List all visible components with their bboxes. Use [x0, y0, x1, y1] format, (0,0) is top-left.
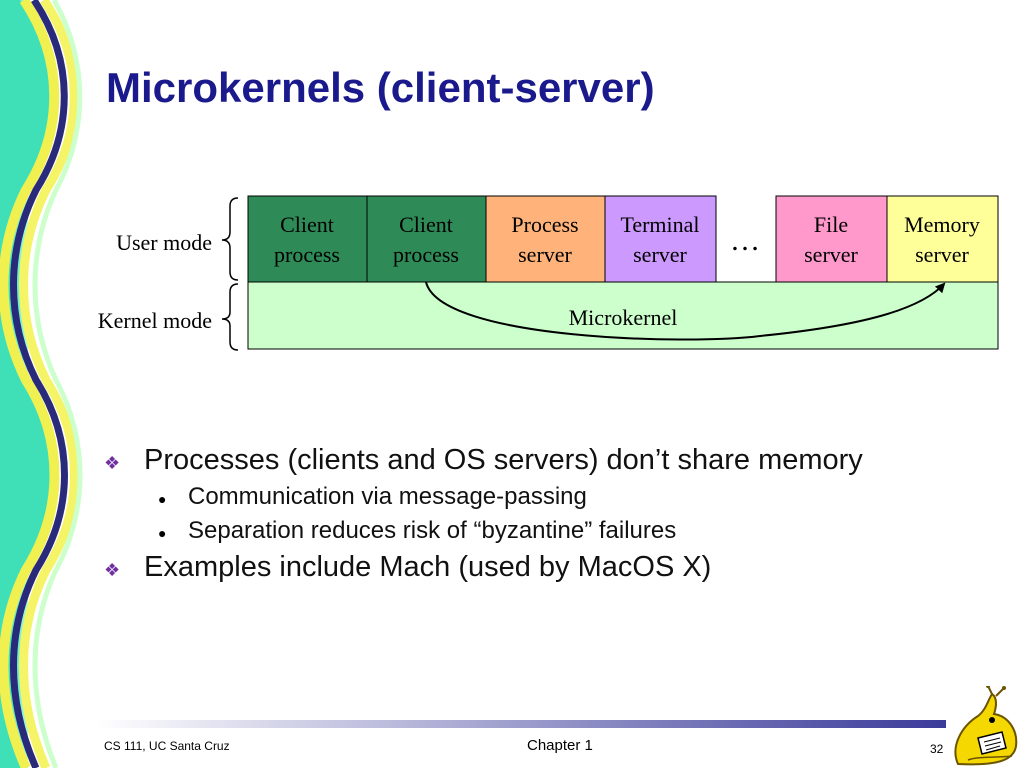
- box-memory-server-line1: Memory: [904, 212, 980, 237]
- box-file-server: File server: [775, 195, 888, 283]
- user-mode-brace: [221, 197, 239, 281]
- kernel-mode-brace: [221, 283, 239, 351]
- bullet-list: ❖ Processes (clients and OS servers) don…: [104, 444, 1004, 590]
- sub-bullet-item: ● Separation reduces risk of “byzantine”…: [152, 517, 1004, 545]
- bullet-item: ❖ Examples include Mach (used by MacOS X…: [104, 551, 1004, 584]
- box-process-server-line2: server: [518, 242, 572, 267]
- sub-bullet-item: ● Communication via message-passing: [152, 483, 1004, 511]
- box-client-2: Client process: [366, 195, 487, 283]
- box-process-server-line1: Process: [511, 212, 578, 237]
- left-wave-decoration: [0, 0, 83, 768]
- bullet-text: Examples include Mach (used by MacOS X): [144, 551, 712, 583]
- message-arrow: [425, 281, 946, 341]
- box-file-server-line2: server: [804, 242, 858, 267]
- kernel-mode-label: Kernel mode: [98, 308, 212, 333]
- box-client-1-line1: Client: [280, 212, 334, 237]
- sub-bullet-text: Separation reduces risk of “byzantine” f…: [188, 517, 677, 544]
- box-client-1: Client process: [247, 195, 368, 283]
- box-terminal-server: Terminal server: [604, 195, 717, 283]
- box-memory-server: Memory server: [886, 195, 999, 283]
- box-client-2-line2: process: [393, 242, 459, 267]
- dot-icon: ●: [158, 491, 167, 507]
- bullet-text: Processes (clients and OS servers) don’t…: [144, 444, 863, 476]
- sub-bullet-text: Communication via message-passing: [188, 483, 587, 510]
- ellipsis: …: [730, 224, 760, 257]
- banana-slug-logo-icon: [954, 686, 1018, 766]
- box-process-server: Process server: [485, 195, 606, 283]
- box-client-2-line1: Client: [399, 212, 453, 237]
- diamond-cluster-icon: ❖: [104, 453, 121, 473]
- microkernel-label: Microkernel: [569, 305, 678, 330]
- footer-course: CS 111, UC Santa Cruz: [104, 739, 230, 753]
- footer-chapter: Chapter 1: [527, 737, 593, 754]
- microkernel-diagram: Client process Client process Process se…: [98, 195, 999, 351]
- bullet-item: ❖ Processes (clients and OS servers) don…: [104, 444, 1004, 477]
- dot-icon: ●: [158, 525, 167, 541]
- diamond-cluster-icon: ❖: [104, 560, 121, 580]
- box-memory-server-line2: server: [915, 242, 969, 267]
- footer-gradient-line: [96, 720, 946, 728]
- slide-number: 32: [930, 742, 944, 756]
- slide-title: Microkernels (client-server): [106, 64, 655, 111]
- user-mode-label: User mode: [116, 230, 212, 255]
- box-terminal-server-line1: Terminal: [620, 212, 699, 237]
- box-client-1-line2: process: [274, 242, 340, 267]
- box-file-server-line1: File: [814, 212, 848, 237]
- box-terminal-server-line2: server: [633, 242, 687, 267]
